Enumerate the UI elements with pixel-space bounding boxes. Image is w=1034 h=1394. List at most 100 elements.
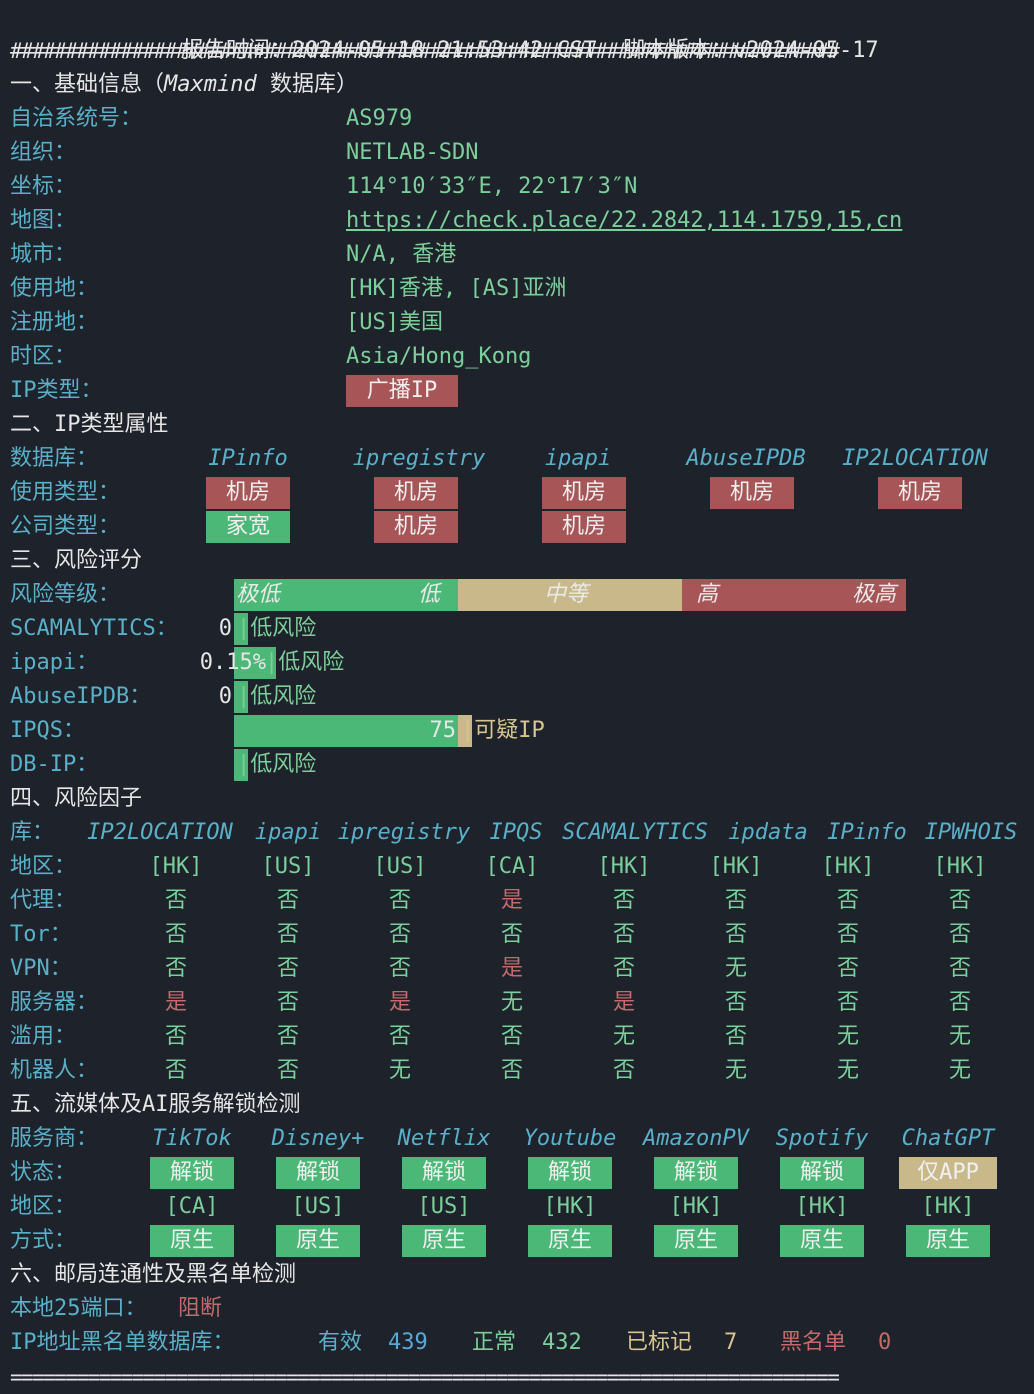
asn-label: 自治系统号： [10,106,143,131]
script-version-label: 脚本版本： [622,38,733,63]
provider-spotify: Spotify [775,1126,869,1151]
status-badge: 解锁 [402,1157,486,1189]
factor-cell: [HK] [149,854,203,879]
usage-type-badge: 机房 [542,477,626,509]
factor-row-label: 机器人： [10,1058,99,1083]
factor-row-label: 代理： [10,888,77,913]
db-ip2location: IP2LOCATION [842,446,988,471]
factor-cell: 是 [500,956,523,981]
scamalytics-verdict: |低风险 [237,616,317,641]
library-label: 库： [10,820,55,845]
blacklisted-label: 黑名单 [780,1330,847,1355]
provider-label: 服务商： [10,1126,99,1151]
usage-location-value: [HK]香港, [AS]亚洲 [346,276,567,301]
section5-title: 五、流媒体及AI服务解锁检测 [10,1092,301,1117]
factor-cell: [HK] [597,854,651,879]
usage-location-label: 使用地： [10,276,99,301]
abuseipdb-verdict: |低风险 [237,684,317,709]
status-badge: 仅APP [899,1157,997,1189]
factor-cell: 否 [948,956,971,981]
factor-cell: 无 [500,990,523,1015]
factor-cell: 否 [276,922,299,947]
lib-ipdata: ipdata [728,820,808,845]
factor-cell: [US] [261,854,315,879]
report-header: 报告时间：2024-05-18 21:53:42 CST 脚本版本：v2024-… [0,0,1034,63]
dbip-score-bar [234,749,248,781]
status-badge: 解锁 [150,1157,234,1189]
ipapi-risk-label: ipapi： [10,650,99,675]
ipapi-score-bar [234,647,276,679]
coord-value: 114°10′33″E, 22°17′3″N [346,174,638,199]
region-value: [HK] [795,1194,849,1219]
dbip-verdict-text: 低风险 [250,752,317,777]
ip-type-label: IP类型： [10,378,103,403]
factor-cell: 是 [612,990,635,1015]
abuseipdb-risk-label: AbuseIPDB： [10,684,152,709]
usage-type-label: 使用类型： [10,480,121,505]
factor-cell: [US] [373,854,427,879]
factor-cell: [HK] [821,854,875,879]
section1-title: 一、基础信息（Maxmind 数据库） [10,68,358,102]
dbip-label: DB-IP： [10,752,99,777]
factor-cell: 无 [724,1058,747,1083]
factor-cell: 否 [388,922,411,947]
db-ipregistry: ipregistry [352,446,486,471]
risk-scale-low-segment [234,579,458,611]
report-time-label: 报告时间： [181,38,292,63]
section4-title: 四、风险因子 [10,786,143,811]
method-badge: 原生 [780,1225,864,1257]
region-value: [HK] [543,1194,597,1219]
map-link[interactable]: https://check.place/22.2842,114.1759,15,… [346,208,903,233]
factor-cell: 否 [500,1058,523,1083]
dbip-verdict: |低风险 [237,752,317,777]
risk-scale-high-segment [682,579,906,611]
factor-cell: 否 [612,888,635,913]
factor-row-label: VPN： [10,956,72,981]
factor-cell: 否 [276,888,299,913]
factor-cell: 否 [836,888,859,913]
lib-ipinfo: IPinfo [827,820,907,845]
section2-title: 二、IP类型属性 [10,412,169,437]
lib-ip2location: IP2LOCATION [87,820,233,845]
org-value: NETLAB-SDN [346,140,479,165]
factor-cell: 否 [276,1058,299,1083]
coord-label: 坐标： [10,174,77,199]
factor-cell: 无 [836,1024,859,1049]
risk-scale-medium: 中等 [544,582,589,607]
factor-cell: 否 [164,888,187,913]
lib-ipqs: IPQS [489,820,543,845]
marked-label: 已标记 [626,1330,693,1355]
scamalytics-label: SCAMALYTICS： [10,616,178,641]
city-label: 城市： [10,242,77,267]
org-label: 组织： [10,140,77,165]
factor-cell: [HK] [933,854,987,879]
factor-cell: 无 [836,1058,859,1083]
factor-cell: 否 [164,922,187,947]
lib-ipwhois: IPWHOIS [924,820,1018,845]
factor-row-label: 地区： [10,854,77,879]
factor-cell: 否 [164,1058,187,1083]
factor-cell: 否 [276,956,299,981]
db-abuseipdb: AbuseIPDB [686,446,806,471]
city-value: N/A, 香港 [346,242,457,267]
risk-scale-very-high: 极高 [852,582,897,607]
factor-cell: 是 [164,990,187,1015]
company-type-badge: 机房 [542,511,626,543]
section6-title: 六、邮局连通性及黑名单检测 [10,1262,297,1287]
ipqs-score-bar [234,715,458,747]
ipapi-score: 0.15% [199,650,266,675]
factor-cell: 无 [612,1024,635,1049]
lib-ipregistry: ipregistry [337,820,471,845]
risk-scale-very-low: 极低 [236,582,281,607]
factor-row-label: Tor： [10,922,72,947]
separator-top: ########################################… [10,39,840,63]
factor-cell: 否 [388,956,411,981]
factor-cell: 否 [612,922,635,947]
section3-title: 三、风险评分 [10,548,143,573]
factor-cell: 否 [724,990,747,1015]
factor-cell: 无 [948,1058,971,1083]
db-ipapi: ipapi [544,446,612,471]
risk-scale-medium-segment [458,579,682,611]
abuseipdb-verdict-text: 低风险 [250,684,317,709]
asn-value: AS979 [346,106,413,131]
